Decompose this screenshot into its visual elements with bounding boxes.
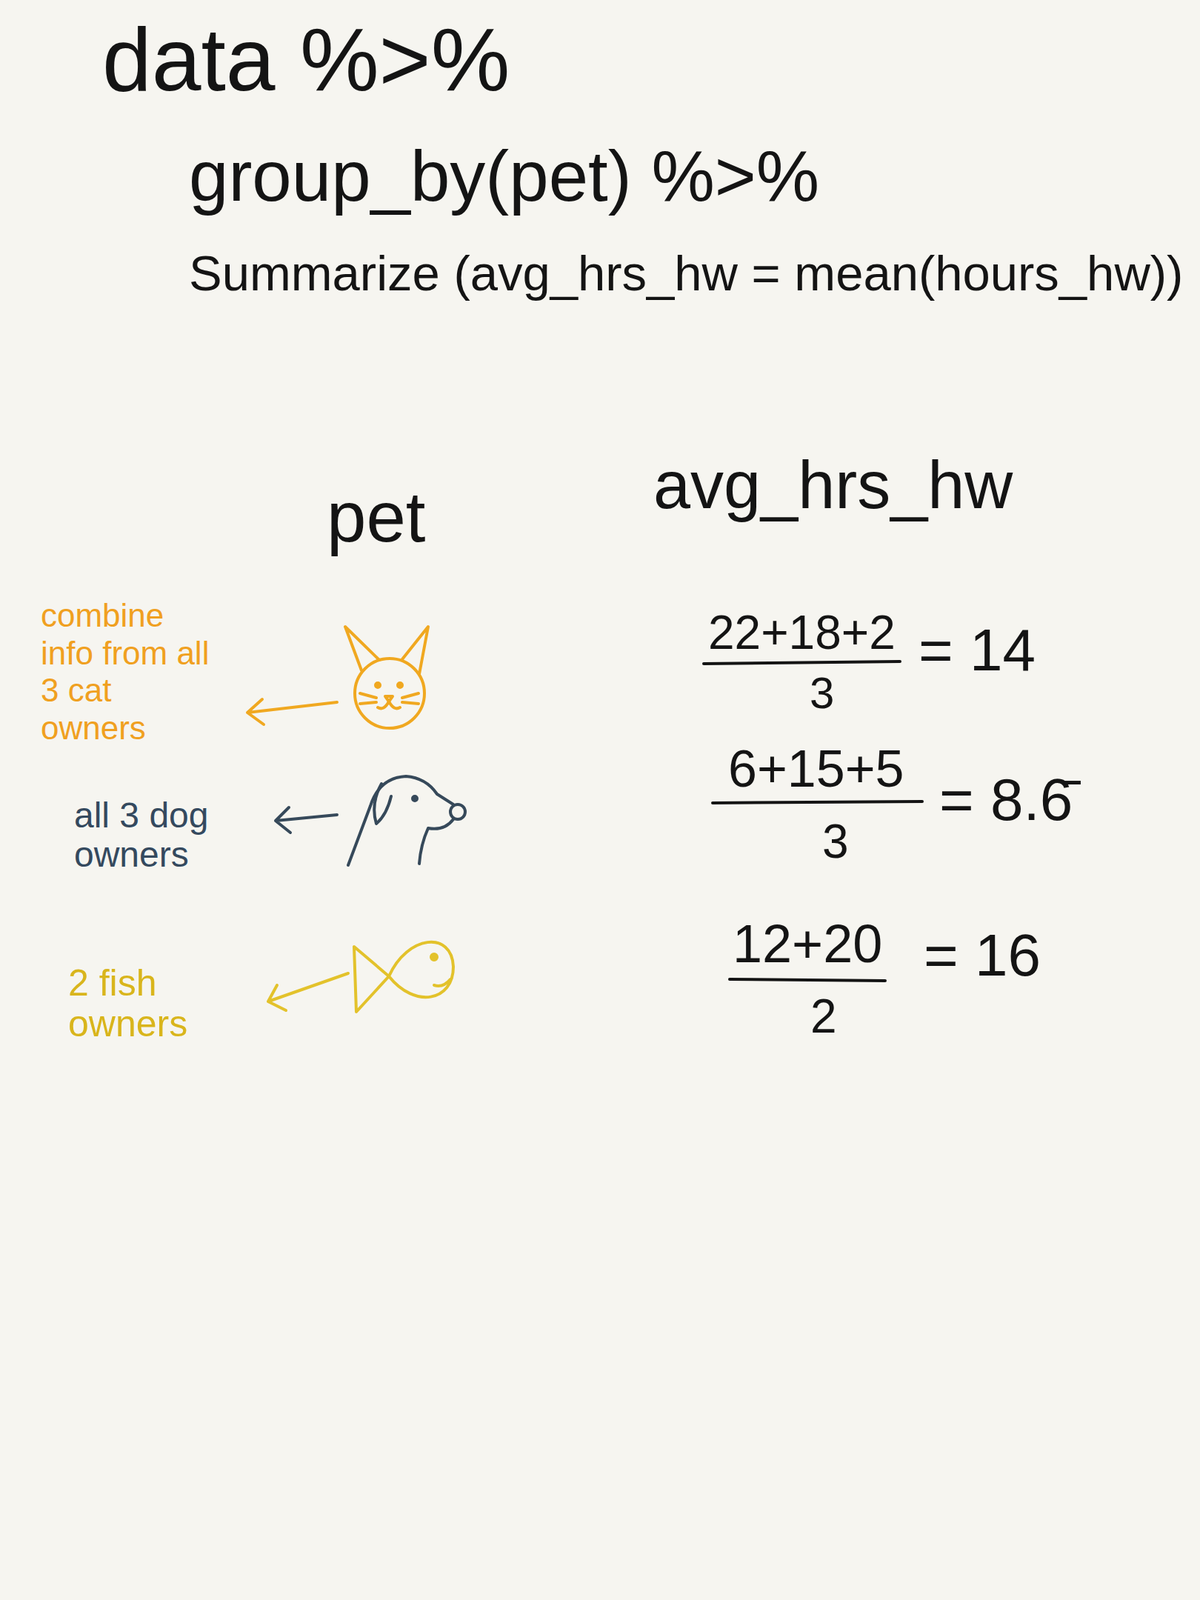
- fish-drawing: [354, 942, 454, 1012]
- fraction-numerator: 12+20: [732, 917, 883, 971]
- fraction-numerator: 22+18+2: [708, 608, 896, 657]
- cat-drawing: [345, 626, 429, 729]
- result-value: = 16: [923, 925, 1041, 986]
- code-line: Summarize (avg_hrs_hw = mean(hours_hw)): [188, 248, 1183, 298]
- fraction-numerator: 6+15+5: [728, 742, 904, 795]
- fraction-denominator: 3: [822, 817, 849, 866]
- pointer-arrow: [247, 699, 349, 1011]
- fraction-denominator: 3: [809, 671, 835, 716]
- annotation-note: combine info from all 3 cat owners: [40, 597, 223, 747]
- code-line: data %>%: [102, 14, 510, 104]
- fraction-denominator: 2: [810, 992, 838, 1040]
- dog-drawing: [348, 776, 466, 866]
- fraction-bar: [703, 661, 923, 981]
- annotation-note: all 3 dog owners: [74, 796, 215, 875]
- annotation-note: 2 fish owners: [68, 962, 250, 1045]
- column-header: pet: [326, 481, 426, 553]
- result-value: = 8.6̄: [939, 770, 1073, 830]
- column-header: avg_hrs_hw: [653, 451, 1013, 519]
- result-value: = 14: [918, 620, 1036, 680]
- code-line: group_by(pet) %>%: [188, 140, 820, 212]
